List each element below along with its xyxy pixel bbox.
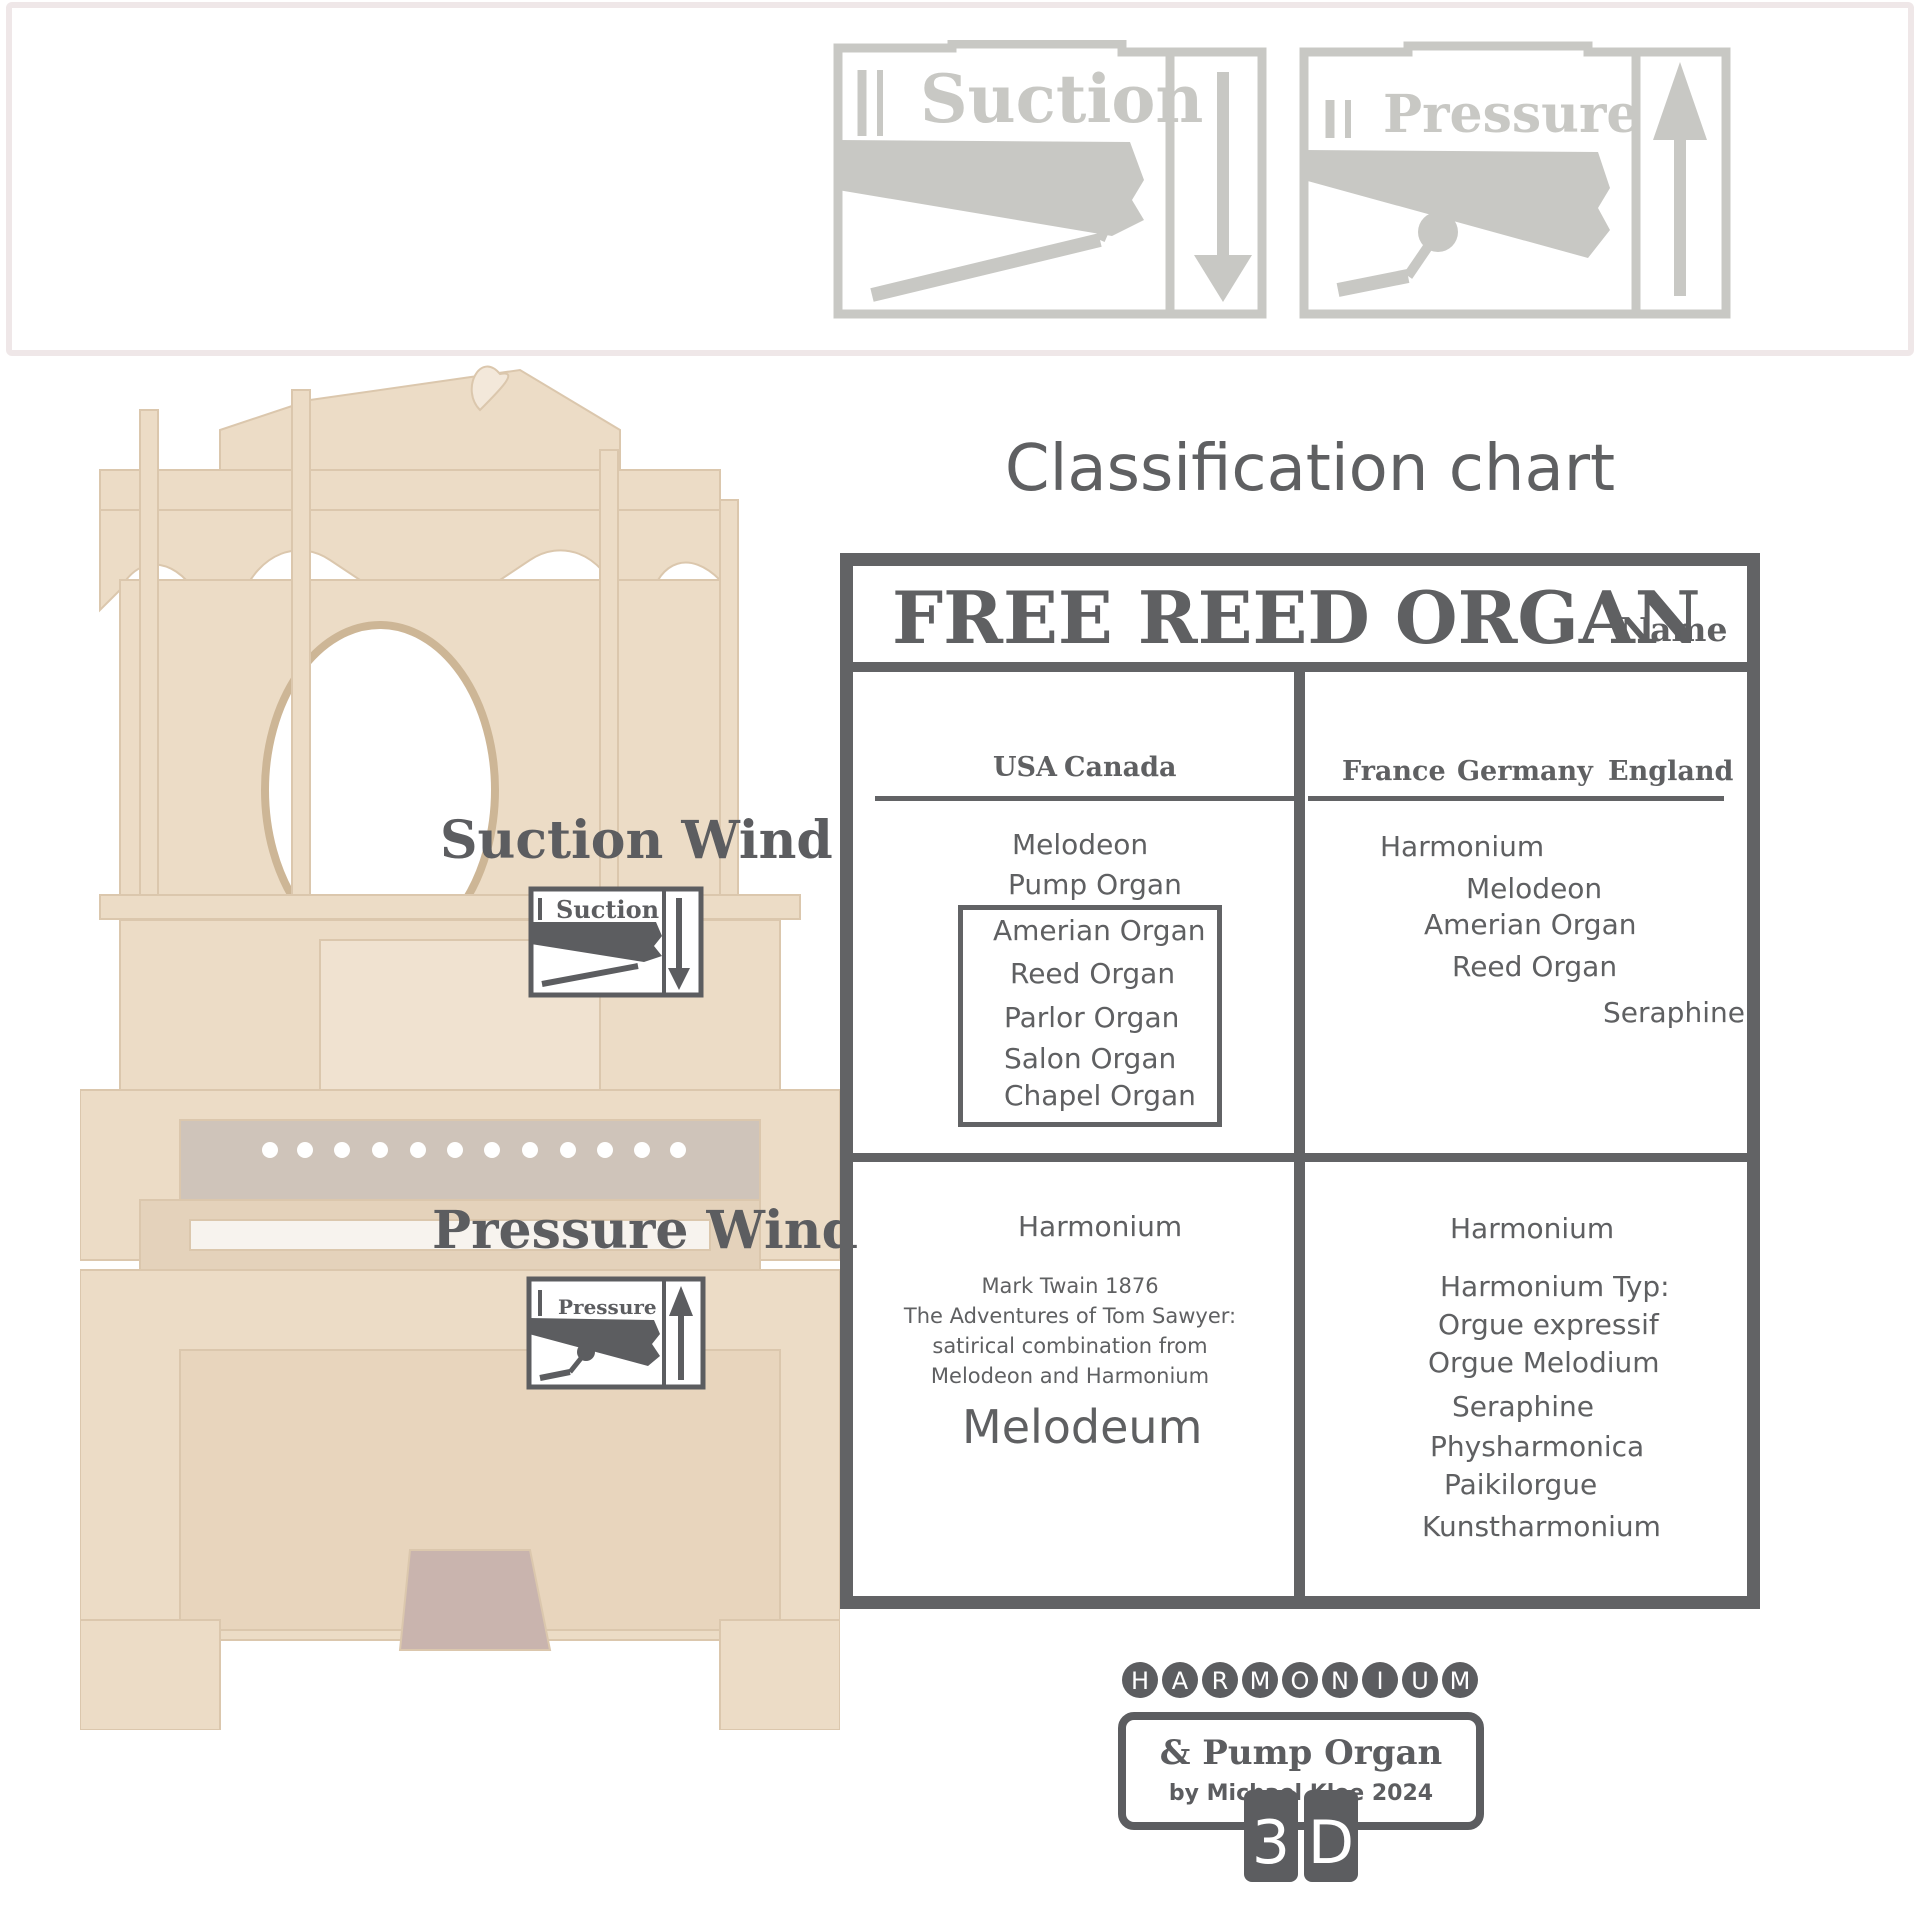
pressure-banner-icon: Pressure (1299, 41, 1731, 319)
note-line: Mark Twain 1876 (981, 1274, 1159, 1298)
american-organ-group-box (958, 905, 1222, 1127)
logo-letter: M (1250, 1667, 1271, 1695)
list-item: Harmonium (1018, 1210, 1183, 1243)
logo-letter-circle (1402, 1662, 1438, 1698)
logo-letter: I (1376, 1667, 1383, 1695)
country-canada: Canada (1064, 752, 1177, 783)
logo-letter-circle (1202, 1662, 1238, 1698)
list-item: Seraphine (1603, 996, 1745, 1029)
logo-letter: O (1291, 1667, 1310, 1695)
country-underline-right (1308, 796, 1724, 801)
logo-letter-circle (1362, 1662, 1398, 1698)
banner-pressure-label: Pressure (1383, 84, 1639, 145)
suction-wind-title: Suction Wind (440, 810, 833, 871)
suction-wind-icon: Suction (528, 886, 704, 998)
logo-badge-3: 3 (1252, 1808, 1290, 1878)
header-divider (852, 662, 1748, 672)
list-item: Parlor Organ (1004, 1001, 1180, 1034)
melodeum-term: Melodeum (962, 1400, 1203, 1454)
list-item: Orgue expressif (1438, 1308, 1659, 1341)
logo-letter-circle (1322, 1662, 1358, 1698)
list-item: Reed Organ (1010, 957, 1176, 990)
pressure-wind-title: Pressure Wind (432, 1200, 858, 1261)
suction-banner-icon: Suction (833, 40, 1267, 319)
list-item: Pump Organ (1008, 868, 1182, 901)
list-item: Harmonium (1450, 1212, 1615, 1245)
country-usa: USA (993, 752, 1057, 783)
name-label: Name (1620, 610, 1728, 649)
logo-letter: M (1450, 1667, 1471, 1695)
list-item: Orgue Melodium (1428, 1346, 1660, 1379)
country-germany: Germany (1457, 756, 1593, 787)
logo-letter-circle (1442, 1662, 1478, 1698)
country-underline-left (875, 796, 1295, 801)
logo-letter: H (1131, 1667, 1149, 1695)
list-item: Harmonium Typ: (1440, 1270, 1670, 1303)
logo-letter: U (1411, 1667, 1429, 1695)
list-item: Salon Organ (1004, 1042, 1177, 1075)
logo-letter: N (1331, 1667, 1349, 1695)
list-item: Melodeon (1012, 828, 1149, 861)
list-item: Kunstharmonium (1422, 1510, 1661, 1543)
logo-letter: A (1172, 1667, 1189, 1695)
pump-organ-illustration (80, 365, 840, 1730)
list-item: Physharmonica (1430, 1430, 1645, 1463)
list-item: Chapel Organ (1004, 1079, 1196, 1112)
logo-badge-d: D (1308, 1808, 1354, 1878)
banner-suction-label: Suction (920, 60, 1203, 138)
logo-letter-circle (1282, 1662, 1318, 1698)
country-france: France (1342, 756, 1446, 787)
logo-letter: R (1212, 1667, 1229, 1695)
list-item: Reed Organ (1452, 950, 1618, 983)
pressure-wind-icon: Pressure (526, 1276, 706, 1390)
logo-letter-circle (1242, 1662, 1278, 1698)
logo-line-2: by Michael Klee 2024 (1169, 1781, 1433, 1806)
list-item: Seraphine (1452, 1390, 1594, 1423)
logo-line-1: & Pump Organ (1160, 1733, 1442, 1773)
list-item: Amerian Organ (1424, 908, 1637, 941)
classification-table (840, 553, 1760, 1609)
suction-icon-label: Suction (556, 895, 659, 924)
list-item: Harmonium (1380, 830, 1545, 863)
list-item: Melodeon (1466, 872, 1603, 905)
country-england: England (1608, 756, 1734, 787)
note-line: satirical combination from (932, 1334, 1208, 1358)
logo-letter-circle (1122, 1662, 1158, 1698)
note-line: Melodeon and Harmonium (930, 1364, 1210, 1388)
pressure-icon-label: Pressure (558, 1295, 657, 1319)
table-title: FREE REED ORGAN (892, 575, 1701, 660)
note-line: The Adventures of Tom Sawyer: (903, 1304, 1237, 1328)
chart-title: Classification chart (1004, 432, 1616, 506)
list-item: Paikilorgue (1444, 1468, 1598, 1501)
column-divider (1294, 672, 1305, 1597)
row-divider (852, 1153, 1748, 1162)
logo-letter-circle (1162, 1662, 1198, 1698)
list-item: Amerian Organ (993, 914, 1206, 947)
